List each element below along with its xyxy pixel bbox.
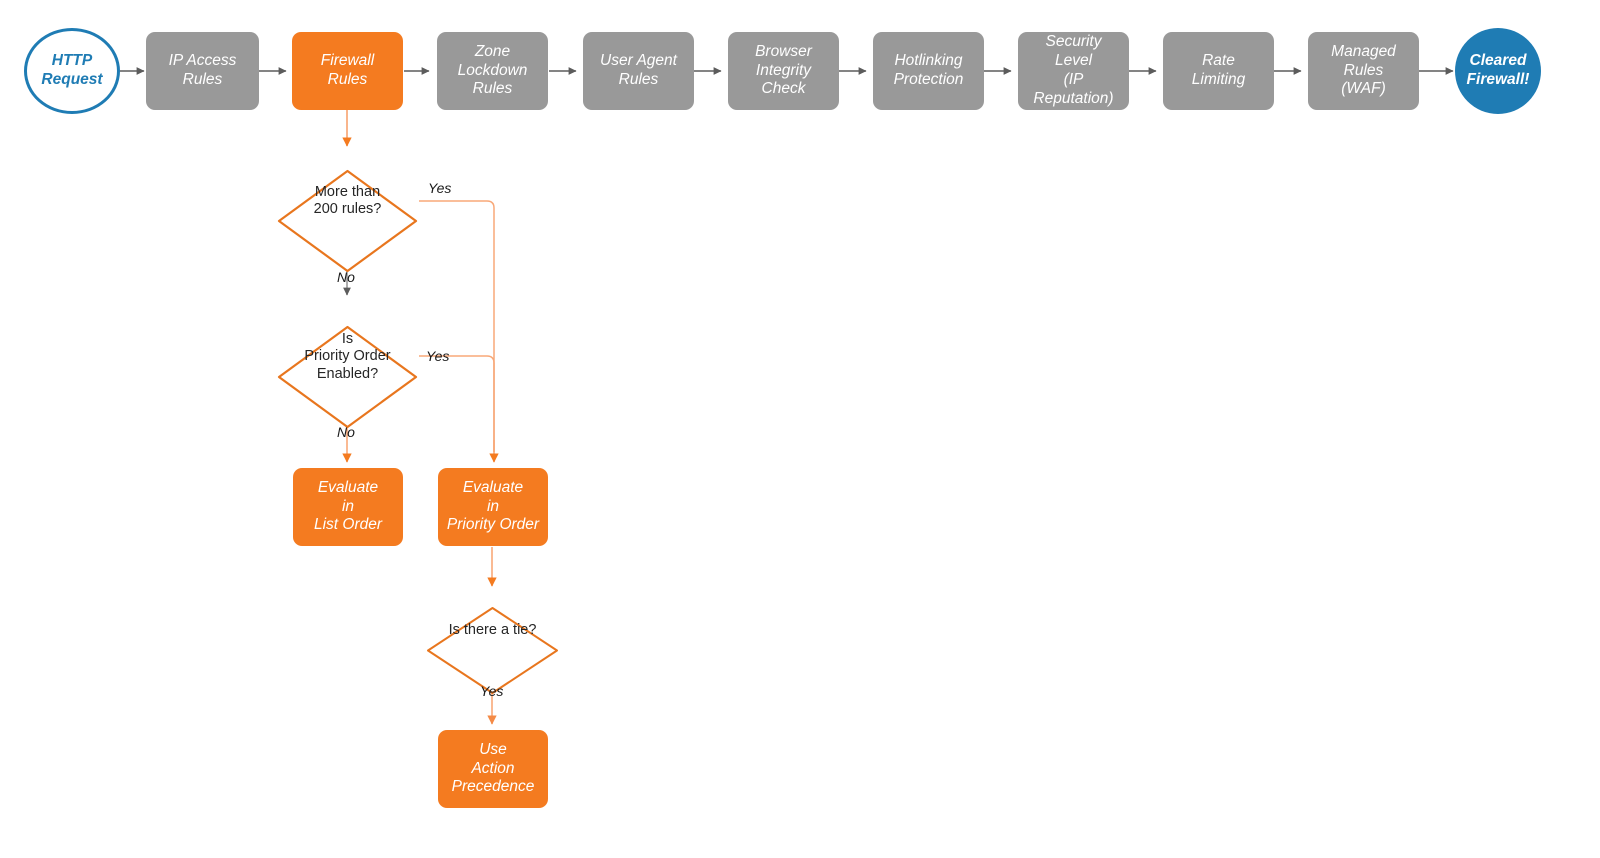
edge-label-priority-enabled-yes: Yes: [426, 348, 450, 364]
node-zone-lockdown-rules-label: Zone Lockdown Rules: [457, 42, 528, 98]
diamond-shape: [277, 305, 418, 428]
node-firewall-rules[interactable]: Firewall Rules: [292, 32, 403, 110]
decision-is-there-a-tie-label: Is there a tie?: [448, 621, 537, 638]
node-ip-access-rules-label: IP Access Rules: [168, 52, 237, 88]
node-http-request[interactable]: HTTP Request: [24, 28, 120, 114]
node-cleared-firewall-label: Cleared Firewall!: [1466, 52, 1530, 88]
node-hotlinking-protection-label: Hotlinking Protection: [893, 52, 964, 88]
node-evaluate-list-order[interactable]: Evaluate in List Order: [293, 468, 403, 546]
diamond-shape: [426, 586, 559, 694]
node-use-action-precedence[interactable]: Use Action Precedence: [438, 730, 548, 808]
node-rate-limiting-label: Rate Limiting: [1191, 52, 1246, 88]
node-user-agent-rules-label: User Agent Rules: [600, 52, 677, 88]
node-evaluate-priority-order[interactable]: Evaluate in Priority Order: [438, 468, 548, 546]
node-user-agent-rules[interactable]: User Agent Rules: [583, 32, 694, 110]
decision-priority-order-enabled[interactable]: Is Priority Order Enabled?: [277, 305, 418, 428]
node-cleared-firewall[interactable]: Cleared Firewall!: [1455, 28, 1541, 114]
edge-label-tie-yes: Yes: [480, 683, 504, 699]
node-ip-access-rules[interactable]: IP Access Rules: [146, 32, 259, 110]
node-evaluate-list-order-label: Evaluate in List Order: [313, 478, 383, 534]
node-security-level-label: Security Level (IP Reputation): [1033, 33, 1114, 107]
node-rate-limiting[interactable]: Rate Limiting: [1163, 32, 1274, 110]
node-managed-rules-waf-label: Managed Rules (WAF): [1331, 42, 1396, 98]
node-managed-rules-waf[interactable]: Managed Rules (WAF): [1308, 32, 1419, 110]
node-hotlinking-protection[interactable]: Hotlinking Protection: [873, 32, 984, 110]
diamond-shape: [277, 149, 418, 272]
edge-label-more-than-200-no: No: [337, 269, 355, 285]
node-use-action-precedence-label: Use Action Precedence: [451, 740, 535, 796]
edge-label-priority-enabled-no: No: [337, 424, 355, 440]
node-security-level[interactable]: Security Level (IP Reputation): [1018, 32, 1129, 110]
decision-priority-order-enabled-label: Is Priority Order Enabled?: [304, 330, 391, 382]
node-browser-integrity-check-label: Browser Integrity Check: [755, 42, 812, 98]
node-http-request-label: HTTP Request: [41, 52, 103, 88]
edge-label-more-than-200-yes: Yes: [428, 180, 452, 196]
node-firewall-rules-label: Firewall Rules: [320, 52, 375, 88]
decision-more-than-200-rules-label: More than 200 rules?: [313, 183, 382, 217]
node-evaluate-priority-order-label: Evaluate in Priority Order: [446, 478, 540, 534]
node-zone-lockdown-rules[interactable]: Zone Lockdown Rules: [437, 32, 548, 110]
decision-is-there-a-tie[interactable]: Is there a tie?: [426, 586, 559, 694]
node-browser-integrity-check[interactable]: Browser Integrity Check: [728, 32, 839, 110]
decision-more-than-200-rules[interactable]: More than 200 rules?: [277, 149, 418, 272]
edge-more-than-200-yes: [419, 200, 495, 452]
edge-priority-enabled-yes: [419, 355, 495, 452]
